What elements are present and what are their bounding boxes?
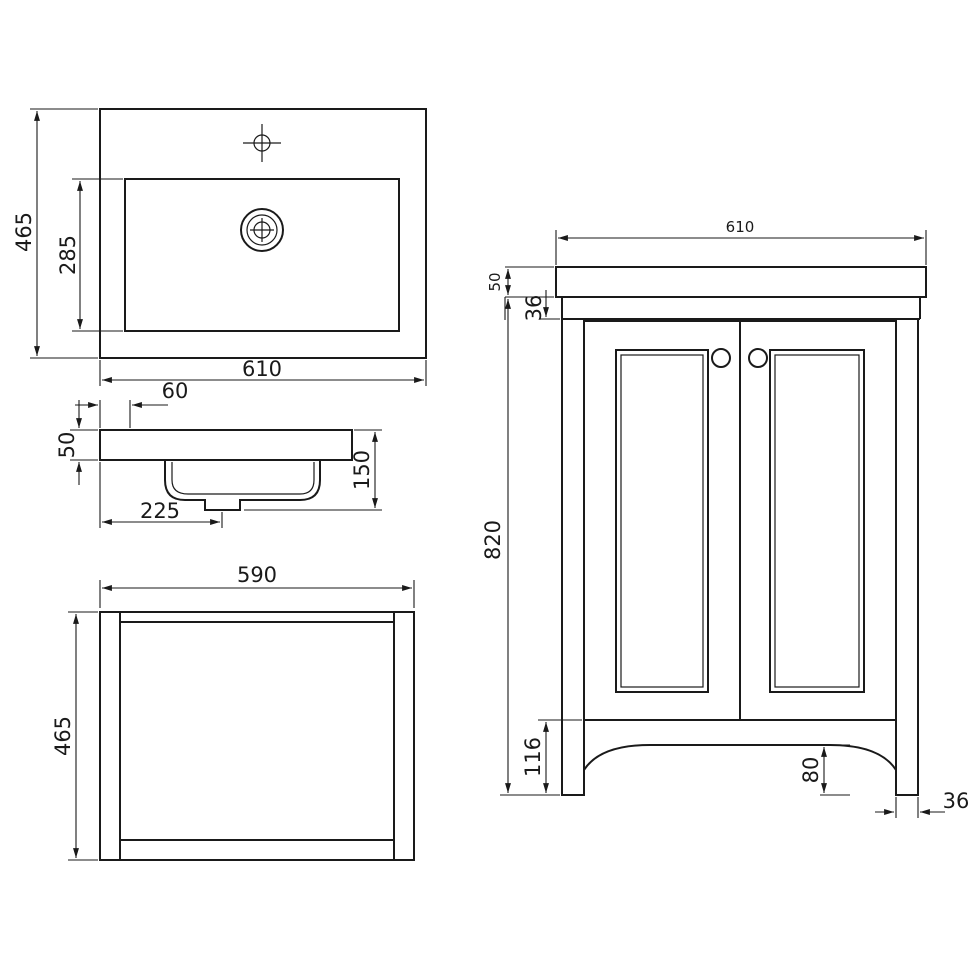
basin-bowl-outline	[124, 178, 400, 332]
rim-offset-label: 60	[162, 379, 189, 403]
plinth-height-label: 116	[521, 737, 545, 777]
dim-cabinet-width	[99, 580, 415, 608]
dim-basin-depth	[30, 108, 98, 359]
waste-offset-label: 225	[140, 499, 180, 523]
cabinet-top-view: 590 465	[51, 563, 415, 861]
tap-hole-icon	[243, 124, 281, 162]
dim-cabinet-depth	[68, 611, 98, 861]
elevation-basin-height-label: 50	[486, 272, 504, 291]
leg-width-label: 36	[943, 789, 970, 813]
dim-basin-width	[99, 360, 427, 386]
dim-basin-total-height	[244, 429, 382, 511]
dim-leg-width	[875, 797, 945, 818]
dim-elevation-width	[555, 230, 927, 265]
cabinet-door-right	[739, 320, 897, 721]
dim-elevation-basin-height	[505, 266, 554, 298]
dim-rim-offset	[75, 400, 168, 428]
bowl-depth-label: 285	[56, 235, 80, 275]
elevation-height-label: 820	[481, 520, 505, 560]
basin-top-view: 465 285 610	[12, 108, 427, 386]
door-knob-left-icon	[711, 348, 731, 368]
basin-depth-label: 465	[12, 212, 36, 252]
dim-arch-height	[820, 744, 850, 796]
basin-side-view: 60 50 150 225	[55, 379, 382, 528]
dim-elevation-height	[500, 297, 560, 796]
waste-outlet-icon	[240, 208, 284, 252]
basin-width-label: 610	[242, 357, 282, 381]
cabinet-width-label: 590	[237, 563, 277, 587]
basin-bowl-profile	[164, 460, 321, 511]
basin-outline	[99, 108, 427, 359]
front-elevation: 610 50 36 820 116	[481, 218, 969, 818]
dim-bowl-depth	[72, 178, 123, 332]
rim-height-label: 50	[55, 432, 79, 459]
dim-waste-offset	[99, 462, 223, 528]
dim-top-rail	[540, 290, 560, 320]
elevation-basin	[555, 266, 927, 298]
cabinet-door-left	[583, 320, 741, 721]
arch-height-label: 80	[799, 757, 823, 784]
basin-total-height-label: 150	[350, 450, 374, 490]
elevation-width-label: 610	[726, 218, 755, 236]
basin-bowl-inner	[171, 462, 315, 495]
door-knob-right-icon	[748, 348, 768, 368]
basin-rim-profile	[99, 429, 353, 461]
cabinet-depth-label: 465	[51, 716, 75, 756]
dim-rim-height	[70, 400, 98, 485]
dim-plinth-height	[538, 719, 582, 793]
top-rail-label: 36	[522, 295, 546, 322]
cabinet-top-outline	[99, 611, 415, 861]
